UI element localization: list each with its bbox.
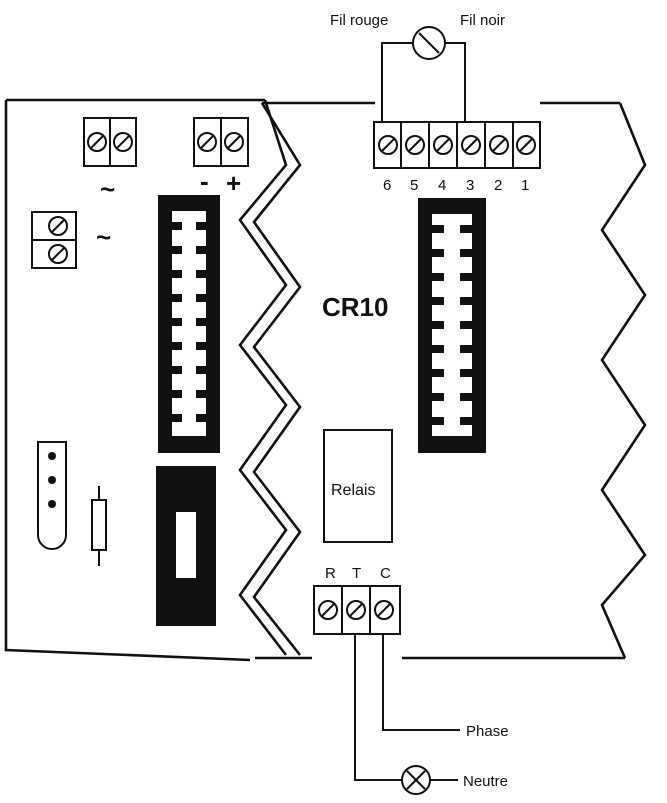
probe-lamp-icon: [412, 26, 446, 60]
resistor-icon: [91, 486, 107, 566]
relay-terminal-letter: T: [352, 565, 361, 582]
terminal-number: 5: [410, 177, 418, 194]
neutral-label: Neutre: [463, 773, 508, 790]
dc-terminal-block: [193, 117, 249, 167]
wire-black-label: Fil noir: [460, 12, 505, 29]
plus-symbol: +: [226, 168, 241, 198]
right-board-right-zigzag: [600, 102, 647, 659]
terminal-number: 6: [383, 177, 391, 194]
sensor-terminal-block: [373, 121, 541, 169]
load-lamp-icon: [401, 765, 431, 795]
left-board-lower-block: [156, 466, 216, 626]
right-board-zigzag-edge: [252, 102, 302, 656]
model-label: CR10: [322, 292, 388, 322]
indicator-strip: [37, 441, 67, 550]
minus-symbol: -: [200, 166, 209, 196]
left-board-zigzag-edge: [238, 99, 288, 656]
terminal-number-labels: 6 5 4 3 2 1: [383, 177, 529, 194]
relay-label: Relais: [331, 482, 375, 499]
ac-top-symbol: ~: [100, 174, 115, 204]
relay-terminal-block: [313, 585, 401, 635]
wire-red-label: Fil rouge: [330, 12, 388, 29]
phase-label: Phase: [466, 723, 509, 740]
left-board-outline: [4, 98, 265, 662]
ac-input-terminal-block: [83, 117, 137, 167]
ac-side-symbol: ~: [96, 222, 111, 252]
probe-wiring: [381, 42, 466, 122]
relay-terminal-letter: C: [380, 565, 391, 582]
mains-wiring: [354, 634, 460, 781]
terminal-number: 4: [438, 177, 446, 194]
relay-terminal-letter: R: [325, 565, 336, 582]
right-board-ic-chip: [418, 198, 486, 453]
terminal-number: 2: [494, 177, 502, 194]
left-board-ic-chip: [158, 195, 220, 453]
relay-box: [323, 429, 393, 543]
side-terminal-block: [31, 211, 77, 269]
terminal-number: 1: [521, 177, 529, 194]
terminal-number: 3: [466, 177, 474, 194]
